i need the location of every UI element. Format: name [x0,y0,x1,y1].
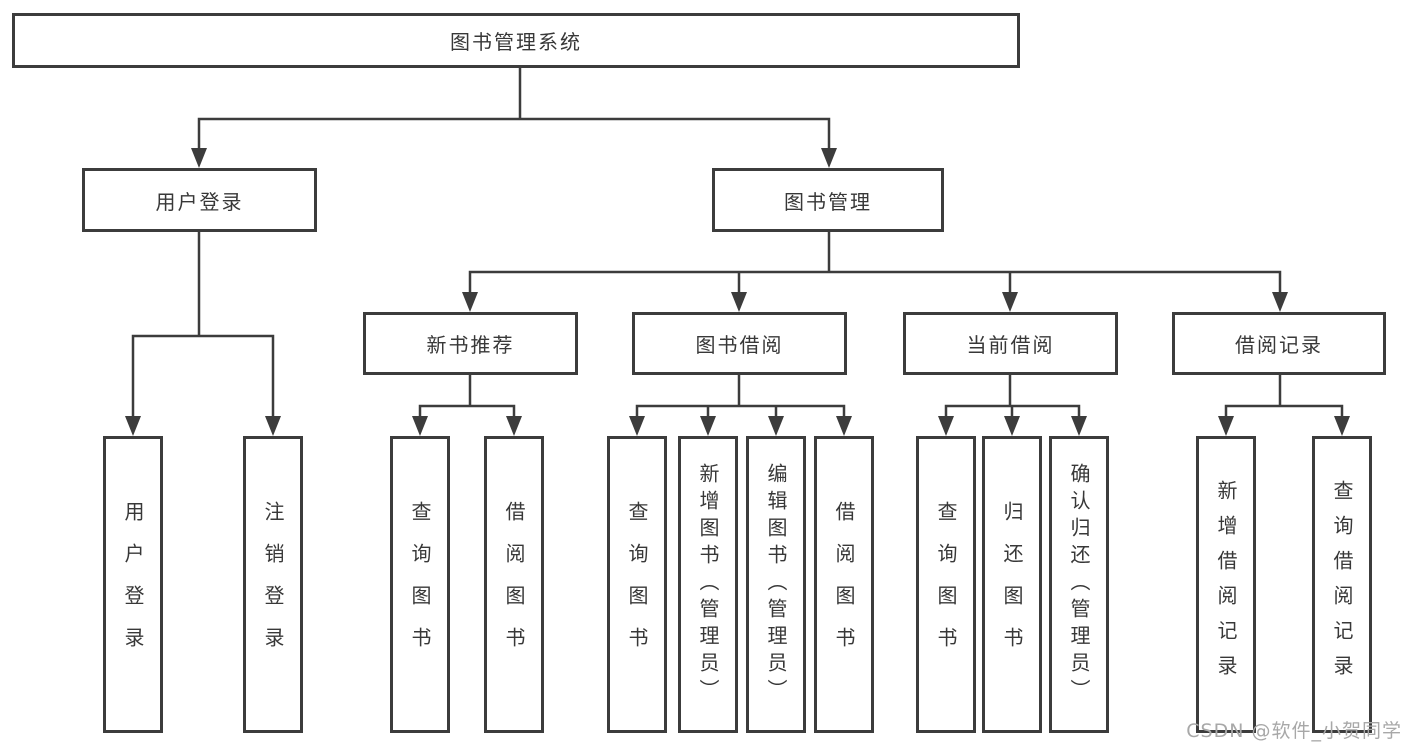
node-label: 查询图书 [408,500,432,669]
leaf-add-borrowing-record: 新增借阅记录 [1196,436,1256,733]
node-label: 当前借阅 [966,333,1055,357]
node-book-borrowing: 图书借阅 [632,312,847,375]
node-label: 编辑图书（管理员） [764,463,788,706]
node-label: 新增借阅记录 [1214,479,1238,690]
leaf-edit-books-admin: 编辑图书（管理员） [746,436,806,733]
node-label: 用户登录 [121,500,145,669]
node-label: 查询图书 [934,500,958,669]
node-library-management-system: 图书管理系统 [12,13,1020,68]
node-label: 注销登录 [261,500,285,669]
leaf-confirm-return-admin: 确认归还（管理员） [1049,436,1109,733]
leaf-user-login: 用户登录 [103,436,163,733]
node-label: 图书借阅 [695,333,784,357]
node-label: 查询图书 [625,500,649,669]
node-label: 用户登录 [155,189,244,214]
node-label: 借阅图书 [832,500,856,669]
node-new-book-recommendation: 新书推荐 [363,312,578,375]
watermark: CSDN @软件_小贺同学 [1186,720,1402,742]
node-borrowing-records: 借阅记录 [1172,312,1386,375]
leaf-borrow-books: 借阅图书 [814,436,874,733]
node-label: 查询借阅记录 [1330,479,1354,690]
node-label: 图书管理 [784,189,872,214]
leaf-query-borrowing-record: 查询借阅记录 [1312,436,1372,733]
node-user-login: 用户登录 [82,168,317,232]
leaf-query-books-recommend: 查询图书 [390,436,450,733]
node-label: 新书推荐 [426,333,515,357]
node-label: 确认归还（管理员） [1067,463,1091,706]
leaf-borrow-books-recommend: 借阅图书 [484,436,544,733]
node-label: 借阅记录 [1235,333,1323,357]
node-label: 归还图书 [1000,500,1024,669]
leaf-add-books-admin: 新增图书（管理员） [678,436,738,733]
node-label: 借阅图书 [502,500,526,669]
node-book-management: 图书管理 [712,168,944,232]
leaf-return-books: 归还图书 [982,436,1042,733]
node-current-borrowing: 当前借阅 [903,312,1118,375]
leaf-logout: 注销登录 [243,436,303,733]
node-label: 新增图书（管理员） [696,463,720,706]
leaf-query-books-borrowing: 查询图书 [607,436,667,733]
node-label: 图书管理系统 [450,30,582,54]
leaf-query-books-current: 查询图书 [916,436,976,733]
